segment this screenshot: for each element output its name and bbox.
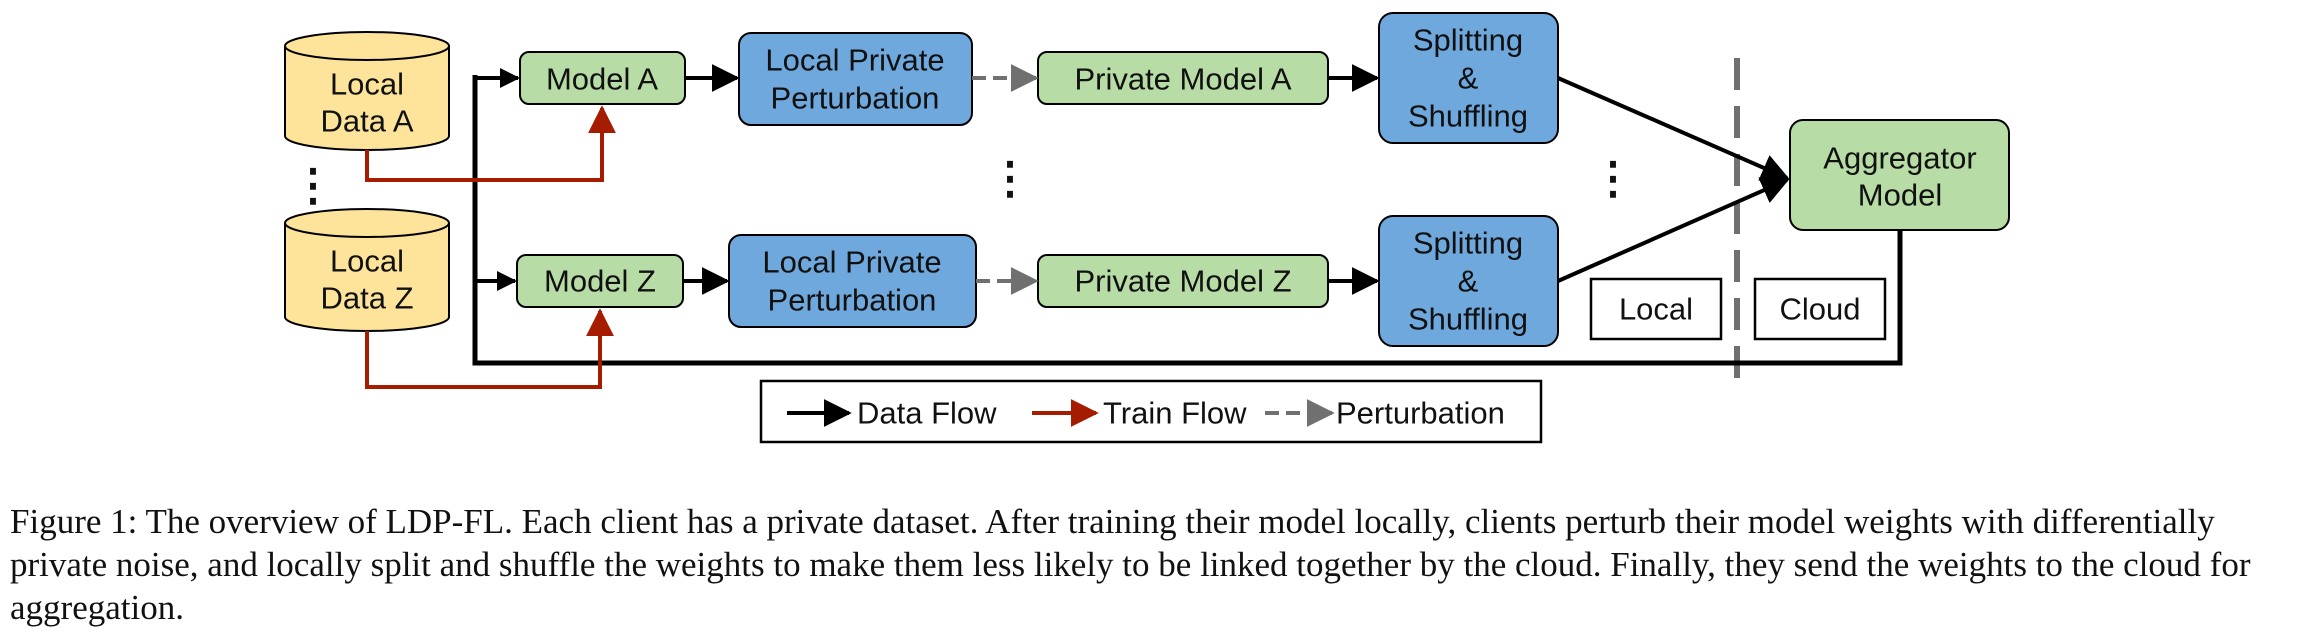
legend-data-flow-label: Data Flow xyxy=(857,396,997,431)
cloud-region-label-box: Cloud xyxy=(1753,277,1887,341)
ss-a-label-1: Splitting xyxy=(1413,23,1523,58)
arrow-train-data-z-to-model-z xyxy=(365,308,614,389)
splitting-shuffling-z-box: Splitting & Shuffling xyxy=(1378,215,1559,347)
model-a-label: Model A xyxy=(546,62,658,97)
legend-perturbation-label: Perturbation xyxy=(1336,396,1505,431)
local-data-z-label-1: Local xyxy=(330,244,404,279)
ss-z-label-2: & xyxy=(1458,264,1479,299)
clients-ellipsis: ⋮ xyxy=(291,161,335,210)
private-model-z-label: Private Model Z xyxy=(1074,264,1291,299)
lpp-z-label-2: Perturbation xyxy=(768,283,937,318)
splitting-shuffling-a-box: Splitting & Shuffling xyxy=(1378,12,1559,144)
local-private-perturbation-z-box: Local Private Perturbation xyxy=(728,234,977,328)
lpp-z-label-1: Local Private xyxy=(762,245,941,280)
aggregator-label-1: Aggregator xyxy=(1823,141,1976,176)
lpp-a-label-1: Local Private xyxy=(765,43,944,78)
private-model-a-box: Private Model A xyxy=(1037,51,1329,105)
arrow-aggregator-feedback-loop xyxy=(472,75,1903,366)
ss-z-label-1: Splitting xyxy=(1413,226,1523,261)
legend: Data Flow Train Flow Perturbation xyxy=(759,379,1543,444)
local-region-label: Local xyxy=(1619,292,1693,327)
arrow-ss-a-to-aggregator xyxy=(1557,76,1790,181)
private-model-a-label: Private Model A xyxy=(1074,62,1291,97)
model-z-label: Model Z xyxy=(544,264,656,299)
ss-a-label-3: Shuffling xyxy=(1408,99,1528,134)
pipeline-ellipsis-right: ⋮ xyxy=(1591,154,1635,203)
aggregator-model-box: Aggregator Model xyxy=(1789,119,2010,231)
cloud-region-label: Cloud xyxy=(1780,292,1861,327)
model-a-box: Model A xyxy=(519,51,686,105)
local-data-z-cylinder: Local Data Z xyxy=(284,208,450,332)
local-data-a-label-1: Local xyxy=(330,67,404,102)
local-data-a-cylinder: Local Data A xyxy=(284,31,450,151)
local-region-label-box: Local xyxy=(1589,277,1723,341)
figure-caption: Figure 1: The overview of LDP-FL. Each c… xyxy=(10,502,2260,627)
legend-train-flow-label: Train Flow xyxy=(1103,396,1247,431)
arrow-train-data-a-to-model-a xyxy=(365,105,616,182)
aggregator-label-2: Model xyxy=(1858,178,1942,213)
local-data-z-label-2: Data Z xyxy=(320,281,413,316)
ss-a-label-2: & xyxy=(1458,61,1479,96)
ss-z-label-3: Shuffling xyxy=(1408,302,1528,337)
pipeline-ellipsis-mid: ⋮ xyxy=(988,154,1032,203)
local-private-perturbation-a-box: Local Private Perturbation xyxy=(738,32,973,126)
arrow-ss-z-to-aggregator xyxy=(1557,177,1790,283)
private-model-z-box: Private Model Z xyxy=(1037,254,1329,308)
model-z-box: Model Z xyxy=(516,254,684,308)
local-data-a-label-2: Data A xyxy=(320,104,413,139)
lpp-a-label-2: Perturbation xyxy=(771,81,940,116)
